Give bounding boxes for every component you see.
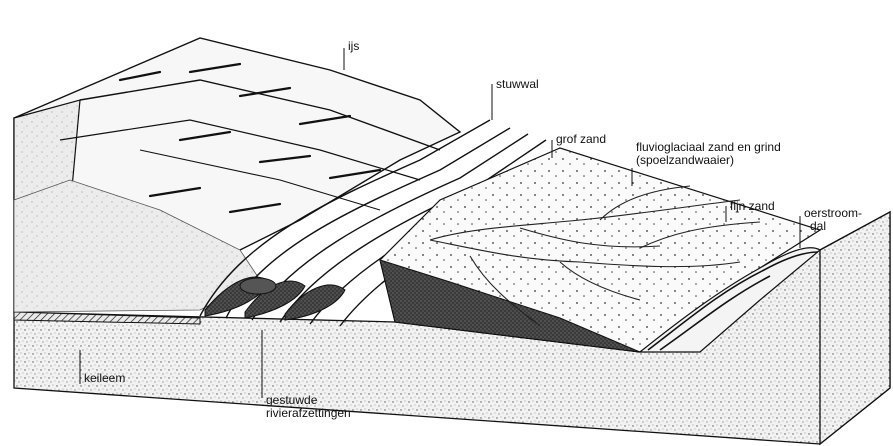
label-oerstroomdal-line2: dal <box>810 220 826 233</box>
label-fijn-zand: fijn zand <box>730 200 775 213</box>
label-gestuwde-line2: rivierafzettingen <box>266 407 351 420</box>
label-keileem: keileem <box>84 372 125 385</box>
label-grof-zand: grof zand <box>556 133 606 146</box>
label-stuwwal: stuwwal <box>496 78 539 91</box>
label-fluvioglaciaal-line2: (spoelzandwaaier) <box>636 154 734 167</box>
label-ijs: ijs <box>348 40 359 53</box>
